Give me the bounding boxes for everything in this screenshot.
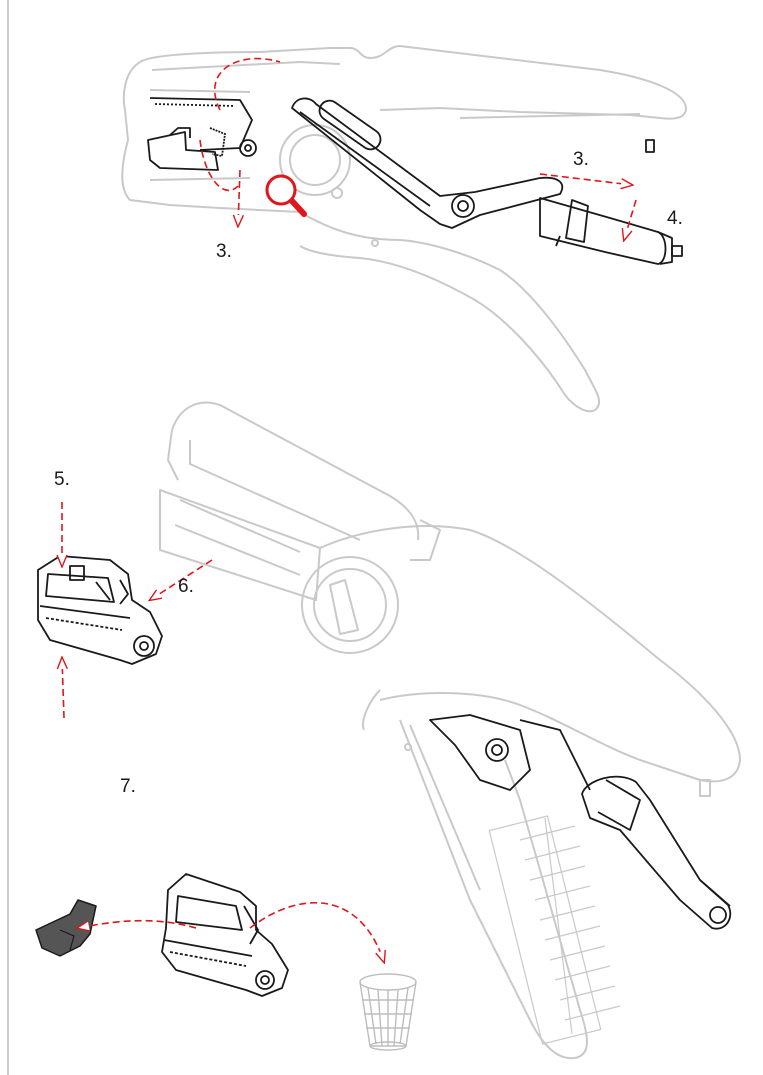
step-label-3-left: 3. [216,241,232,262]
arrow-up-5 [62,658,64,719]
removed-cassette [37,555,163,665]
top-arrows [199,57,637,240]
arrow-right-3 [539,173,632,185]
arrow-down-3-left [238,169,240,226]
arrow-to-basket-7 [249,902,384,962]
step-label-7: 7. [120,776,136,797]
arrow-left-7 [78,919,197,928]
top-stripper-tool [121,45,687,413]
step-label-3-right: 3. [573,149,589,170]
bottom-arrows [78,902,384,962]
step-label-4: 4. [667,208,683,229]
handle-grip-grid [488,815,621,1045]
arrow-left-6 [150,559,213,600]
top-tool-mechanism [147,97,683,265]
waste-basket-icon [359,973,417,1051]
step-label-6: 6. [178,576,194,597]
bottom-cassette [161,873,289,997]
large-tool-mechanism [429,714,732,930]
large-stripper-tool [159,401,741,1060]
arrow-down-4 [624,199,637,240]
middle-arrows [62,502,213,719]
magnifier-icon [265,174,307,217]
blade-clip-part [35,899,97,957]
arrow-rotate-3-left [213,57,281,111]
step-label-5: 5. [54,469,70,490]
